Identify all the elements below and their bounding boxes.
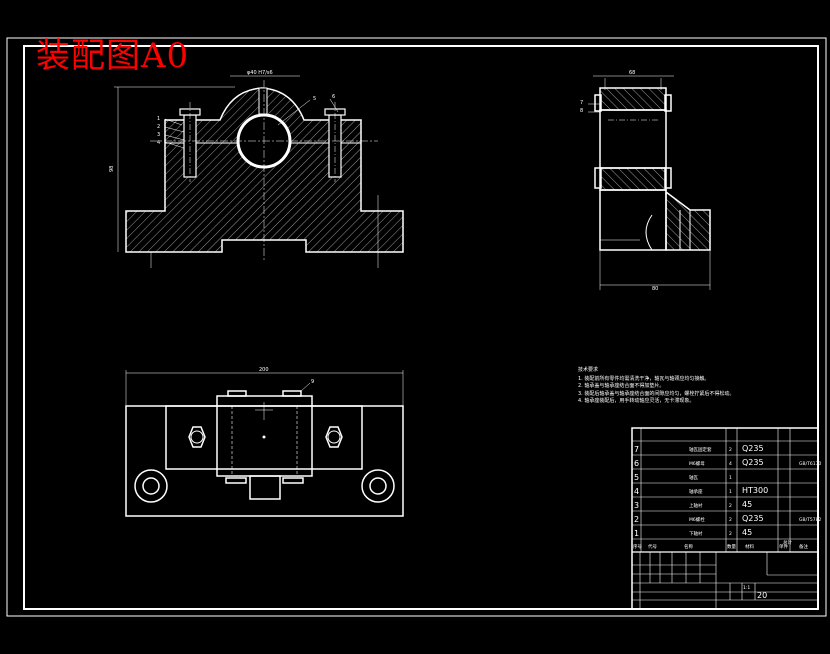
bom-header-name: 名称 — [684, 543, 693, 550]
bom-material-2: Q235 — [742, 514, 764, 523]
bom-material-7: Q235 — [742, 444, 764, 453]
bom-name-2: M6螺栓 — [689, 516, 705, 523]
drawing-title: 装配图A0 — [36, 36, 190, 76]
bom-header: 序号 代号 名称 数量 材料 单件 总计 备注 — [633, 539, 808, 550]
bom-name-7: 轴瓦固定套 — [689, 446, 712, 453]
bom-header-material: 材料 — [745, 543, 754, 550]
note-line-4: 4. 轴承座装配后，用手转动轴应灵活，无卡滞现象。 — [578, 398, 695, 404]
bom-qty-7: 2 — [729, 447, 732, 453]
technical-requirements: 技术要求 1. 装配前所有零件均需清洗干净，轴瓦与轴颈应均匀接触。 2. 轴承盖… — [578, 367, 734, 406]
note-line-1: 1. 装配前所有零件均需清洗干净，轴瓦与轴颈应均匀接触。 — [578, 375, 710, 382]
bom-remark-6: GB/T6170 — [799, 461, 821, 467]
bom-no-2: 2 — [634, 515, 639, 524]
bill-of-materials — [631, 427, 819, 610]
bom-rows: 7 轴瓦固定套 2 Q235 6 M6螺母 4 Q235 GB/T6170 5 … — [634, 444, 821, 538]
bom-qty-3: 2 — [729, 503, 732, 509]
side-view — [588, 75, 711, 290]
bom-name-3: 上轴衬 — [689, 502, 703, 509]
bom-header-code: 代号 — [648, 543, 657, 550]
front-fit-dimension: φ40 H7/s6 — [247, 70, 273, 76]
sheet-outer-border — [6, 37, 827, 617]
bom-no-3: 3 — [634, 501, 639, 510]
bom-qty-4: 1 — [729, 489, 732, 495]
front-balloons-right: 5 6 — [313, 94, 335, 102]
note-line-3: 3. 装配后轴承盖与轴承座结合面的间隙应均匀，螺栓拧紧后不得松动。 — [578, 390, 735, 397]
bom-no-7: 7 — [634, 445, 639, 454]
balloon-5: 5 — [313, 96, 316, 102]
notes-heading: 技术要求 — [578, 367, 599, 373]
balloon-9: 9 — [311, 379, 314, 385]
side-top-width-dimension: 68 — [629, 70, 635, 76]
plan-view — [125, 370, 404, 517]
balloon-4: 4 — [157, 140, 160, 146]
bom-no-5: 5 — [634, 473, 639, 482]
bom-qty-1: 2 — [729, 531, 732, 537]
bom-header-remark: 备注 — [799, 543, 808, 550]
balloon-7: 7 — [580, 100, 583, 106]
balloon-6: 6 — [332, 94, 335, 100]
bom-header-unit: 单件 — [779, 543, 788, 550]
sheet-inner-border — [23, 45, 819, 610]
bom-no-1: 1 — [634, 529, 639, 538]
bom-header-qty: 数量 — [727, 543, 736, 550]
balloon-1: 1 — [157, 116, 160, 122]
plan-width-dimension: 200 — [259, 367, 269, 373]
bom-name-5: 轴瓦 — [689, 474, 698, 481]
front-section-view — [114, 75, 404, 268]
side-bottom-width-dimension: 80 — [652, 286, 658, 292]
title-block-scale: 1:1 — [743, 585, 750, 591]
bom-name-4: 轴承座 — [689, 488, 703, 495]
plan-center-mark — [262, 435, 266, 439]
bom-qty-2: 2 — [729, 517, 732, 523]
note-line-2: 2. 轴承盖与轴承座结合面不得加垫片。 — [578, 383, 665, 389]
balloon-8: 8 — [580, 108, 583, 114]
bom-remark-2: GB/T5782 — [799, 517, 821, 523]
title-block-sheet: 20 — [757, 591, 767, 600]
bom-material-1: 45 — [742, 528, 752, 537]
balloon-3: 3 — [157, 132, 160, 138]
bom-qty-6: 4 — [729, 461, 732, 467]
bom-no-6: 6 — [634, 459, 639, 468]
bom-material-6: Q235 — [742, 458, 764, 467]
front-balloons-left: 1 2 3 4 — [157, 116, 160, 146]
bom-material-3: 45 — [742, 500, 752, 509]
bom-name-6: M6螺母 — [689, 460, 705, 467]
bom-no-4: 4 — [634, 487, 639, 496]
bom-header-no: 序号 — [633, 543, 642, 550]
balloon-2: 2 — [157, 124, 160, 130]
bom-qty-5: 1 — [729, 475, 732, 481]
bom-header-total: 总计 — [783, 539, 792, 546]
front-height-dimension: 98 — [109, 166, 115, 172]
bom-name-1: 下轴衬 — [689, 530, 703, 537]
bom-material-4: HT300 — [742, 486, 768, 495]
